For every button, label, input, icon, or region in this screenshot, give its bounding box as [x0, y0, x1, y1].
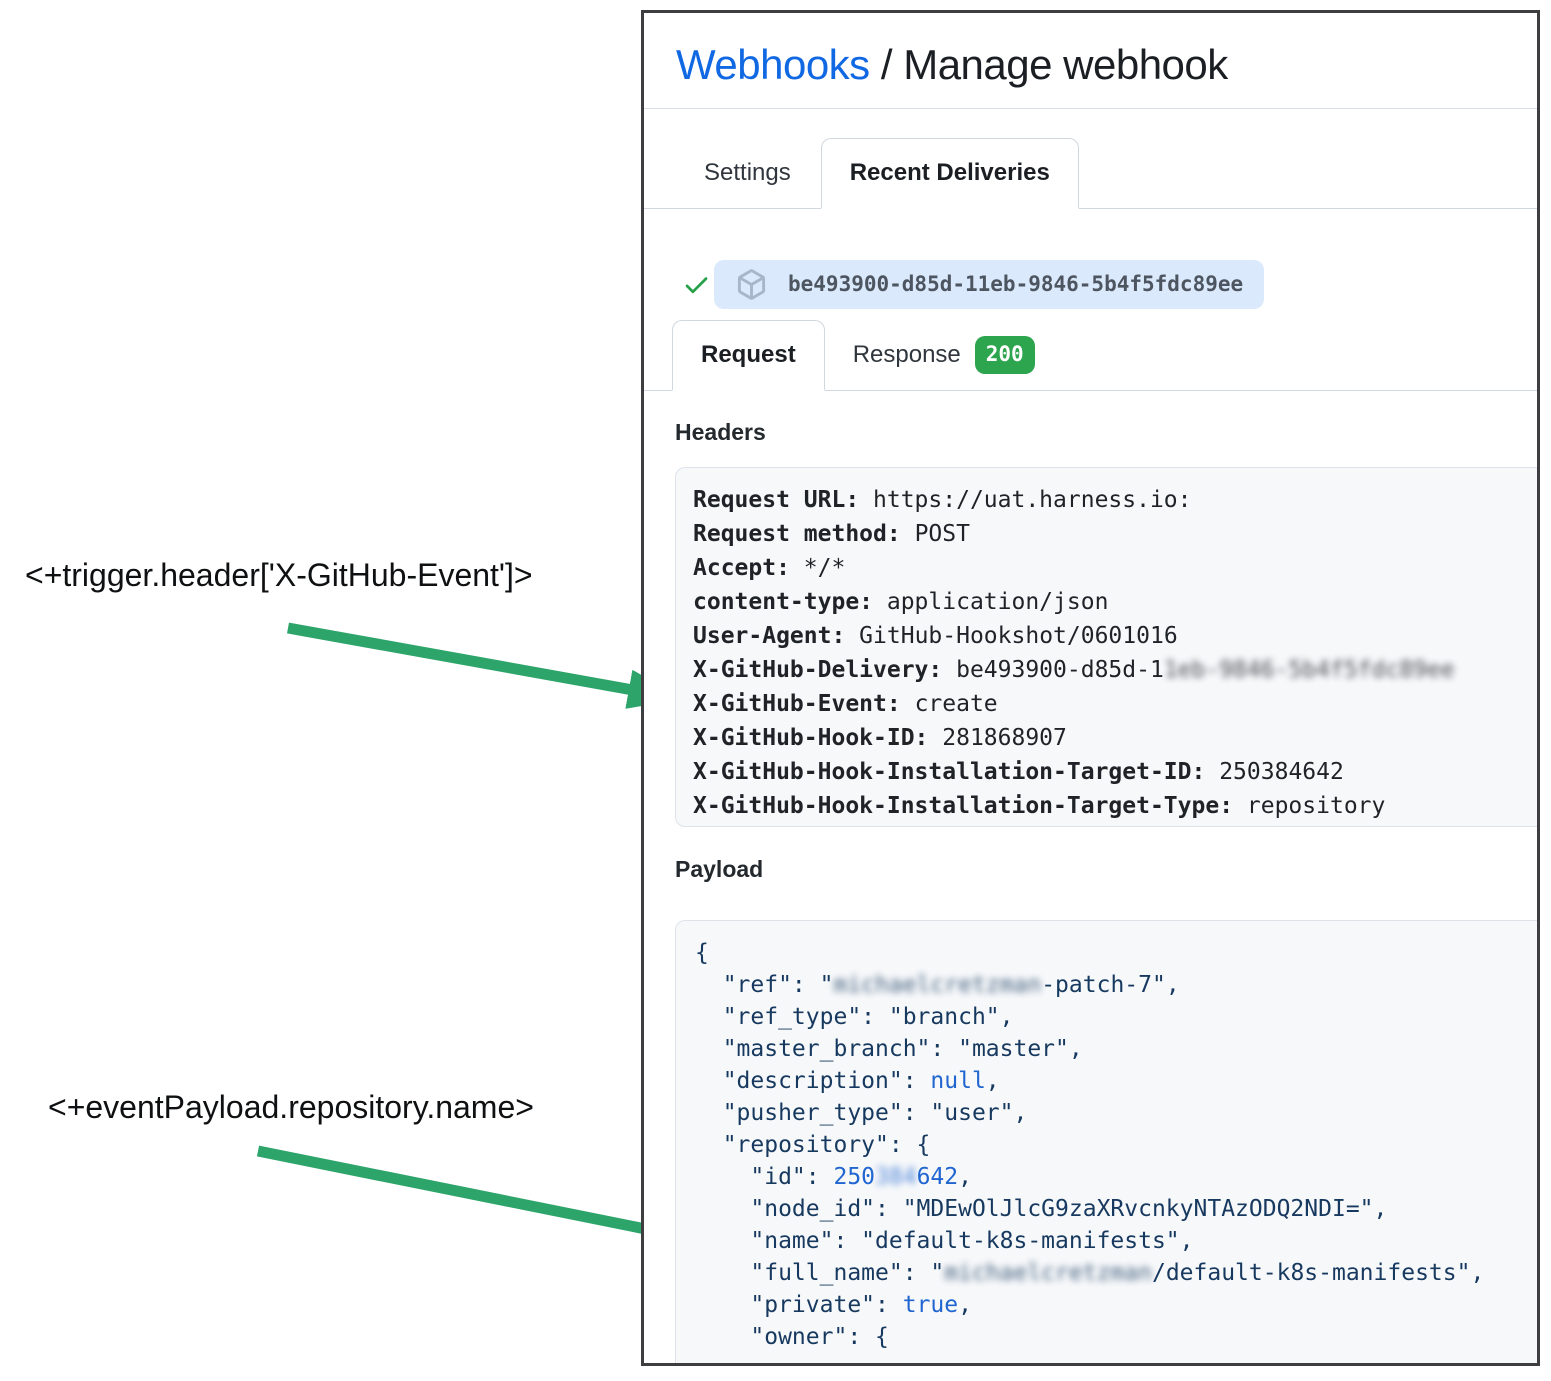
payload-line: "full_name": "michaelcretzman/default-k8…	[695, 1260, 1485, 1286]
header-line: X-GitHub-Hook-ID: 281868907	[693, 725, 1067, 751]
payload-line: "owner": {	[695, 1324, 889, 1350]
header-line: X-GitHub-Event: create	[693, 691, 998, 717]
header-line: Accept: */*	[693, 555, 846, 581]
tab-recent-deliveries[interactable]: Recent Deliveries	[820, 138, 1079, 209]
title-divider	[644, 108, 1537, 109]
payload-line: "id": 250384642,	[695, 1164, 972, 1190]
payload-line: "node_id": "MDEwOlJlcG9zaXRvcnkyNTAzODQ2…	[695, 1196, 1388, 1222]
payload-line: "ref": "michaelcretzman-patch-7",	[695, 972, 1180, 998]
payload-line: {	[695, 940, 709, 966]
arrow-to-github-event-header	[287, 622, 684, 709]
page-title: Webhooks / Manage webhook	[676, 41, 1228, 89]
page-title-text: Manage webhook	[903, 41, 1228, 88]
package-icon	[737, 268, 766, 300]
check-icon	[685, 276, 708, 293]
tab-response-label: Response	[852, 341, 961, 368]
header-line: X-GitHub-Delivery: be493900-d85d-11eb-98…	[693, 657, 1455, 683]
response-status-badge: 200	[974, 336, 1035, 374]
payload-line: "repository": {	[695, 1132, 931, 1158]
headers-section-heading: Headers	[675, 419, 766, 445]
webhook-panel: Webhooks / Manage webhook Settings Recen…	[641, 10, 1540, 1366]
payload-line: "pusher_type": "user",	[695, 1100, 1028, 1126]
headers-code: Request URL: https://uat.harness.io: Requ…	[675, 467, 1537, 827]
delivery-row: be493900-d85d-11eb-9846-5b4f5fdc89ee	[644, 253, 1537, 315]
tab-response[interactable]: Response 200	[829, 320, 1059, 390]
payload-line: "name": "default-k8s-manifests",	[695, 1228, 1194, 1254]
tab-settings[interactable]: Settings	[704, 159, 791, 186]
header-line: X-GitHub-Hook-Installation-Target-ID: 25…	[693, 759, 1344, 785]
delivery-tabnav: Request Response 200	[644, 320, 1537, 391]
breadcrumb-separator: /	[869, 41, 904, 88]
delivery-id-text: be493900-d85d-11eb-9846-5b4f5fdc89ee	[788, 272, 1244, 296]
payload-line: "description": null,	[695, 1068, 1000, 1094]
annotation-event-payload-expression: <+eventPayload.repository.name>	[48, 1089, 534, 1125]
breadcrumb-webhooks-link[interactable]: Webhooks	[676, 41, 870, 88]
delivery-id-pill[interactable]: be493900-d85d-11eb-9846-5b4f5fdc89ee	[714, 259, 1264, 309]
header-line: Request method: POST	[693, 521, 970, 547]
payload-section-heading: Payload	[675, 856, 764, 882]
tab-request[interactable]: Request	[672, 320, 825, 391]
payload-line: "ref_type": "branch",	[695, 1004, 1014, 1030]
header-line: User-Agent: GitHub-Hookshot/0601016	[693, 623, 1178, 649]
payload-line: "master_branch": "master",	[695, 1036, 1083, 1062]
payload-line: "private": true,	[695, 1292, 972, 1318]
payload-code: { "ref": "michaelcretzman-patch-7", "ref…	[675, 920, 1537, 1363]
main-tabnav: Settings Recent Deliveries	[644, 138, 1537, 209]
header-line: X-GitHub-Hook-Installation-Target-Type: …	[693, 793, 1386, 819]
header-line: Request URL: https://uat.harness.io:	[693, 487, 1192, 513]
header-line: content-type: application/json	[693, 589, 1109, 615]
annotation-trigger-header-expression: <+trigger.header['X-GitHub-Event']>	[25, 557, 533, 593]
